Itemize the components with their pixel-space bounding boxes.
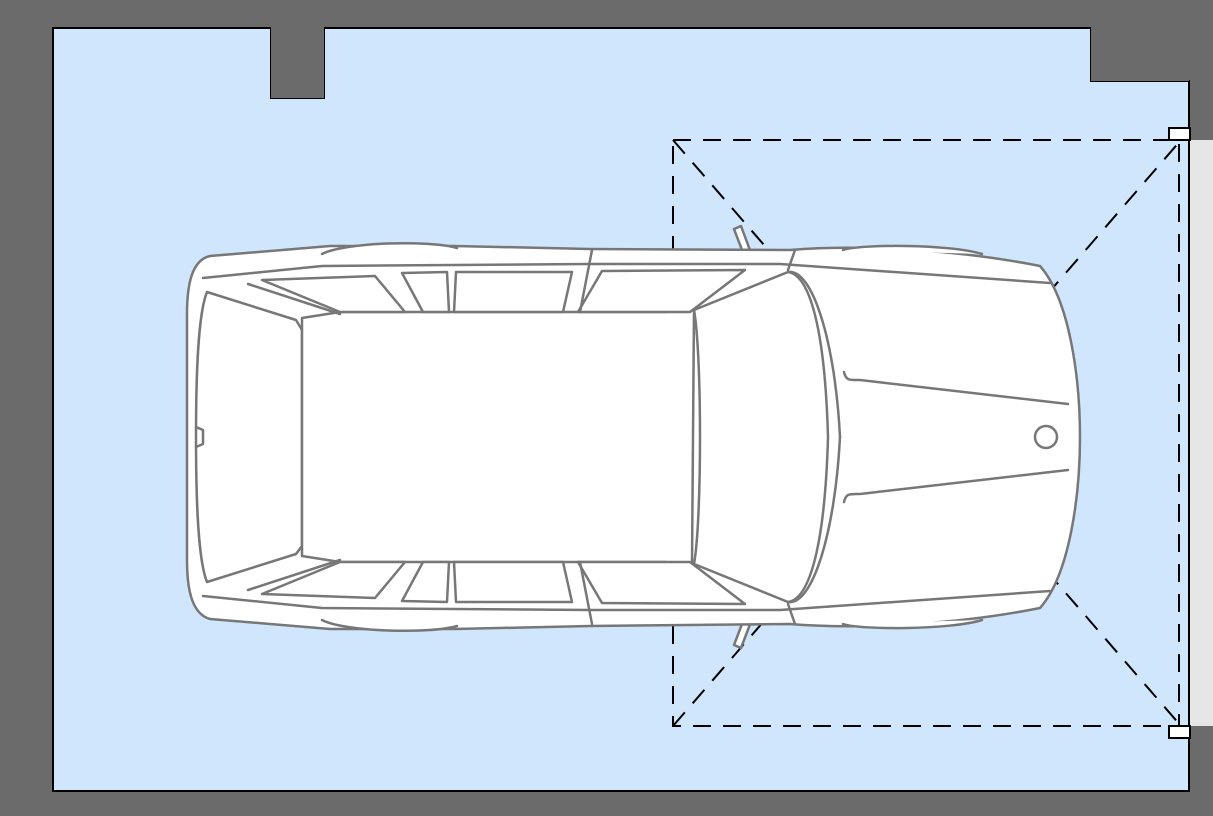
car-hood-line-right bbox=[842, 468, 1070, 504]
door-jamb-top bbox=[1168, 127, 1191, 141]
door-opening bbox=[1190, 140, 1213, 726]
car-pillar-left-2 bbox=[246, 282, 342, 316]
car-side-window-left-4 bbox=[576, 268, 747, 314]
car-cowl-left bbox=[786, 248, 797, 272]
car-hood bbox=[842, 370, 1070, 406]
car-rear-hatch-line bbox=[194, 425, 205, 449]
car-front-right-arch bbox=[841, 618, 984, 630]
car-side-window-right-2 bbox=[400, 560, 451, 604]
car bbox=[185, 224, 1082, 650]
car-side-window-left-1 bbox=[260, 274, 407, 314]
car-a-pillar-right bbox=[786, 435, 842, 604]
car-pillar-right-1 bbox=[578, 560, 594, 626]
car-side-window-right-1 bbox=[260, 560, 407, 600]
car-rear-right-arch bbox=[320, 618, 459, 633]
car-pillar-left-1 bbox=[578, 248, 594, 314]
car-side-window-left-2 bbox=[400, 270, 451, 314]
car-hood-emblem bbox=[1033, 424, 1059, 450]
car-a-pillar-left bbox=[786, 270, 842, 439]
wall-pillar bbox=[271, 27, 324, 98]
car-rear-left-arch bbox=[320, 241, 459, 256]
car-windshield bbox=[692, 270, 830, 604]
car-side-window-right-4 bbox=[576, 560, 747, 606]
car-front-left-arch bbox=[841, 244, 984, 256]
car-rear-window bbox=[194, 290, 304, 584]
car-roof bbox=[300, 308, 696, 566]
car-side-window-right-3 bbox=[452, 560, 574, 604]
car-side-window-left-3 bbox=[452, 270, 574, 314]
wall-corner-notch bbox=[1091, 27, 1189, 81]
door-jamb-bottom bbox=[1168, 725, 1191, 739]
car-cowl-right bbox=[786, 602, 797, 626]
car-pillar-right-2 bbox=[246, 558, 342, 592]
